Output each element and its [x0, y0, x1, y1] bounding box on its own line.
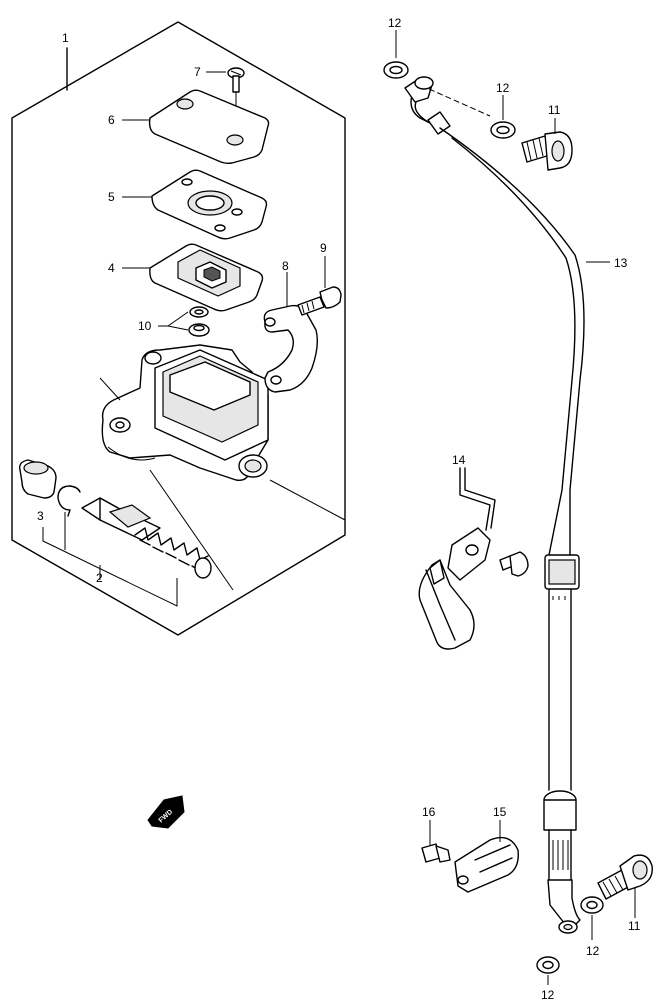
part-piston-2: [81, 497, 212, 579]
part-washer-12-bottom: [536, 956, 560, 985]
part-brake-hose-13: [404, 76, 610, 934]
part-boot-3: [18, 459, 81, 517]
callout-6: 6: [108, 113, 115, 127]
part-clamp-8: [263, 272, 319, 393]
part-bolt-9: [297, 256, 342, 316]
part-union-bolt-11-bottom: [597, 854, 653, 918]
callout-11-top: 11: [548, 103, 561, 117]
callout-7: 7: [194, 65, 201, 79]
part-washer-12-bottom-right: [580, 896, 604, 940]
callout-12-bottom-right: 12: [586, 944, 600, 958]
fwd-arrow-icon: FWD: [147, 795, 185, 829]
callout-12-top-right: 12: [496, 81, 510, 95]
callout-bracket-2: [42, 512, 178, 607]
callout-3: 3: [37, 509, 44, 523]
callout-5: 5: [108, 190, 115, 204]
part-screw-7: [206, 67, 245, 140]
part-bolt-16: [421, 820, 451, 863]
part-bolt-clamp: [499, 551, 529, 577]
part-clamp-15: [454, 820, 519, 893]
callout-9: 9: [320, 241, 327, 255]
leader-line: [149, 469, 234, 591]
assembly-outline: [11, 21, 346, 636]
part-diaphragm-4: [122, 243, 264, 312]
part-master-cylinder-body: [99, 344, 346, 521]
part-washers-10: [158, 306, 210, 337]
part-union-bolt-11-top: [521, 118, 573, 171]
part-clamp-14: [418, 467, 496, 650]
callout-2: 2: [96, 571, 103, 585]
callout-10: 10: [138, 319, 152, 333]
callout-15: 15: [493, 805, 507, 819]
callout-1: 1: [62, 31, 69, 45]
callout-13: 13: [614, 256, 628, 270]
callout-11-bottom: 11: [628, 919, 641, 933]
callout-12-bottom: 12: [541, 988, 555, 1002]
callout-8: 8: [282, 259, 289, 273]
callout-16: 16: [422, 805, 436, 819]
part-plate-5: [122, 169, 268, 240]
callout-4: 4: [108, 261, 115, 275]
part-washer-12-top-left: [383, 30, 409, 79]
callout-12-top-left: 12: [388, 16, 402, 30]
part-washer-12-top-right: [490, 95, 516, 139]
callout-14: 14: [452, 453, 466, 467]
part-cap-6: [122, 89, 270, 165]
